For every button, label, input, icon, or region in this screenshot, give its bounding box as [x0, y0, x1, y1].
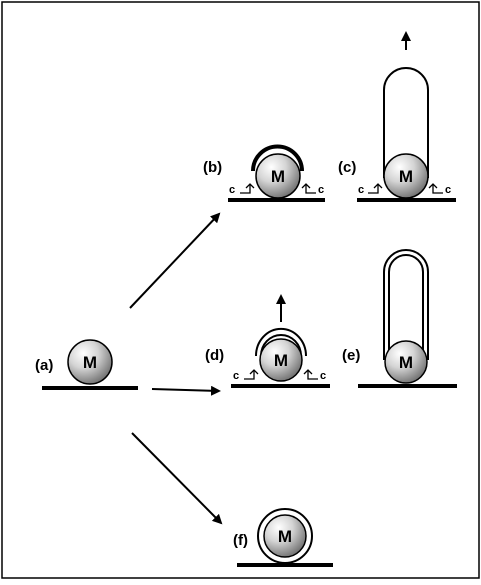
panel-c-c-left: c [358, 184, 364, 196]
panel-b-label: (b) [203, 159, 222, 176]
panel-b-metal: M [271, 167, 285, 186]
nanotube-outer-icon [383, 249, 429, 360]
metal-sphere-icon [384, 340, 428, 384]
panel-d-c-left: c [233, 370, 239, 382]
metal-sphere-icon [263, 514, 307, 558]
small-arrow-icon [301, 183, 311, 189]
carbon-cap-icon [251, 144, 304, 172]
carbon-diffusion-icon [432, 185, 443, 194]
small-arrow-icon [373, 183, 383, 189]
panel-c-c-right: c [445, 184, 451, 196]
panel-b-c-right: c [318, 184, 324, 196]
panel-a: (a) M [35, 339, 138, 390]
small-arrow-icon [249, 369, 259, 375]
arrow-icon [131, 432, 223, 525]
panel-e-metal: M [399, 353, 413, 372]
carbon-diffusion-icon [240, 185, 251, 194]
carbon-cap-inner-icon [260, 333, 302, 357]
panel-d-label: (d) [205, 347, 224, 364]
metal-sphere-icon [67, 339, 113, 385]
arrow-icon [151, 385, 221, 396]
small-arrow-icon [303, 369, 313, 375]
panel-c: (c) M c c [338, 31, 456, 202]
panel-f-label: (f) [233, 532, 248, 549]
panel-f: (f) M [233, 508, 333, 567]
arrows [129, 212, 223, 525]
panel-a-metal: M [83, 353, 97, 372]
carbon-diffusion-icon [305, 185, 316, 194]
panel-e: (e) M [342, 249, 457, 388]
panel-b-c-left: c [229, 184, 235, 196]
panel-e-label: (e) [342, 347, 360, 364]
nanotube-inner-icon [388, 254, 424, 360]
panel-a-label: (a) [35, 357, 53, 374]
panel-f-metal: M [278, 527, 292, 546]
carbon-diffusion-icon [307, 371, 318, 380]
carbon-diffusion-icon [244, 371, 255, 380]
arrow-icon [129, 212, 221, 309]
panel-b: (b) M c c [203, 144, 325, 202]
nanotube-icon [383, 67, 429, 178]
panel-d: (d) M c c [205, 294, 330, 388]
panel-c-metal: M [399, 167, 413, 186]
panel-d-c-right: c [320, 370, 326, 382]
panel-c-label: (c) [338, 159, 356, 176]
small-arrow-icon [245, 183, 255, 189]
carbon-diffusion-icon [368, 185, 379, 194]
metal-sphere-icon [259, 338, 303, 382]
small-arrow-icon [428, 183, 438, 189]
panel-d-metal: M [274, 351, 288, 370]
carbon-cap-outer-icon [255, 327, 307, 357]
